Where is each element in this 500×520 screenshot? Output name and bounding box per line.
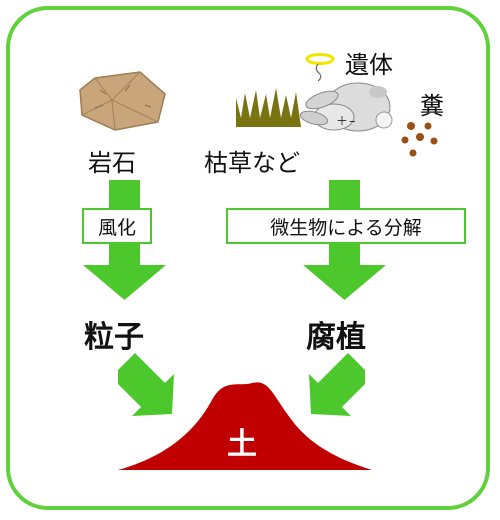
dung-icon [401,122,438,157]
soil-mound [118,382,372,470]
remains-label: 遺体 [345,51,393,79]
dead-rabbit-icon: ＋ – [299,82,393,132]
rock-label: 岩石 [88,149,136,177]
svg-text:–: – [349,114,356,129]
dung-label: 糞 [420,92,444,120]
arrow-particles-to-soil [118,353,174,416]
humus-label: 腐植 [306,320,366,355]
particles-label: 粒子 [84,320,144,355]
rock-icon [79,71,166,131]
arrow-humus-to-soil [309,353,365,416]
halo-icon [305,53,335,65]
decomposition-box: 微生物による分解 [226,208,466,244]
soil-label: 土 [227,427,257,462]
dead-grass-icon [236,88,301,127]
rounded-frame [6,6,490,510]
dead-grass-label: 枯草など [204,149,300,177]
weathering-box: 風化 [82,208,152,244]
svg-text:＋: ＋ [336,114,348,128]
